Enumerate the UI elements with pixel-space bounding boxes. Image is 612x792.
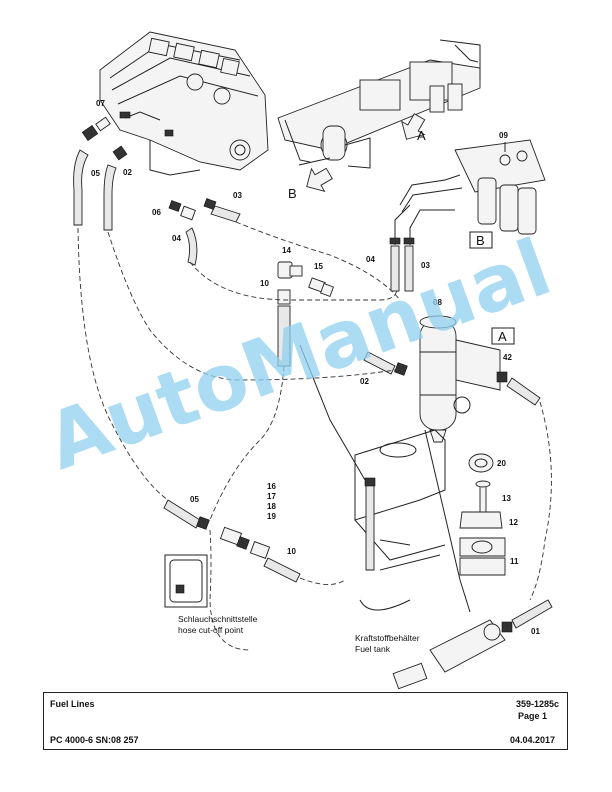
fuel-lines-diagram: A B B [36, 31, 562, 690]
callout-07: 07 [96, 99, 105, 108]
callout-12: 12 [509, 518, 518, 527]
fuel-filter-assembly [454, 139, 546, 235]
hose-cut-label-en: hose cut-off point [178, 625, 244, 635]
callout-15: 15 [314, 262, 323, 271]
fuel-tank-label-en: Fuel tank [355, 644, 391, 654]
drawing-date: 04.04.2017 [509, 735, 555, 745]
callout-10b: 10 [287, 547, 296, 556]
view-b-box-letter: B [476, 233, 485, 248]
view-a-box-letter: A [498, 329, 507, 344]
view-arrow-a: A [401, 113, 426, 143]
title-block: Fuel Lines 359-1285c Page 1 PC 4000-6 SN… [43, 692, 568, 750]
callout-03a: 03 [233, 191, 242, 200]
drawing-title: Fuel Lines [50, 699, 95, 709]
callout-08: 08 [433, 298, 442, 307]
callout-13: 13 [502, 494, 511, 503]
pre-filter [419, 315, 501, 443]
engine [99, 31, 269, 176]
callout-05a: 05 [91, 169, 100, 178]
callout-02b: 02 [360, 377, 369, 386]
callout-05b: 05 [190, 495, 199, 504]
callout-14: 14 [282, 246, 291, 255]
fuel-tank-label-de: Kraftstoffbehälter [355, 633, 420, 643]
engine-hoses [73, 116, 128, 231]
callout-19: 19 [267, 512, 276, 521]
callout-03b: 03 [421, 261, 430, 270]
view-b-arrow-letter: B [288, 186, 297, 201]
callout-42: 42 [503, 353, 512, 362]
hose-cut-label-de: Schlauchschnittstelle [178, 614, 258, 624]
fuel-tank [354, 429, 446, 611]
fuel-module-top [277, 39, 481, 169]
callout-09: 09 [499, 131, 508, 140]
callout-16: 16 [267, 482, 276, 491]
fuel-pump [392, 619, 513, 690]
callout-04a: 04 [172, 234, 181, 243]
callout-06: 06 [152, 208, 161, 217]
callout-11: 11 [510, 557, 519, 566]
page-number: Page 1 [517, 711, 547, 721]
view-arrow-b: B [288, 167, 333, 201]
callout-04b: 04 [366, 255, 375, 264]
callout-17: 17 [267, 492, 276, 501]
callout-01: 01 [531, 627, 540, 636]
callout-10a: 10 [260, 279, 269, 288]
model-serial: PC 4000-6 SN:08 257 [50, 735, 139, 745]
callout-18: 18 [267, 502, 276, 511]
callout-20: 20 [497, 459, 506, 468]
drawing-number: 359-1285c [515, 699, 559, 709]
view-a-arrow-letter: A [417, 128, 426, 143]
callout-02a: 02 [123, 168, 132, 177]
